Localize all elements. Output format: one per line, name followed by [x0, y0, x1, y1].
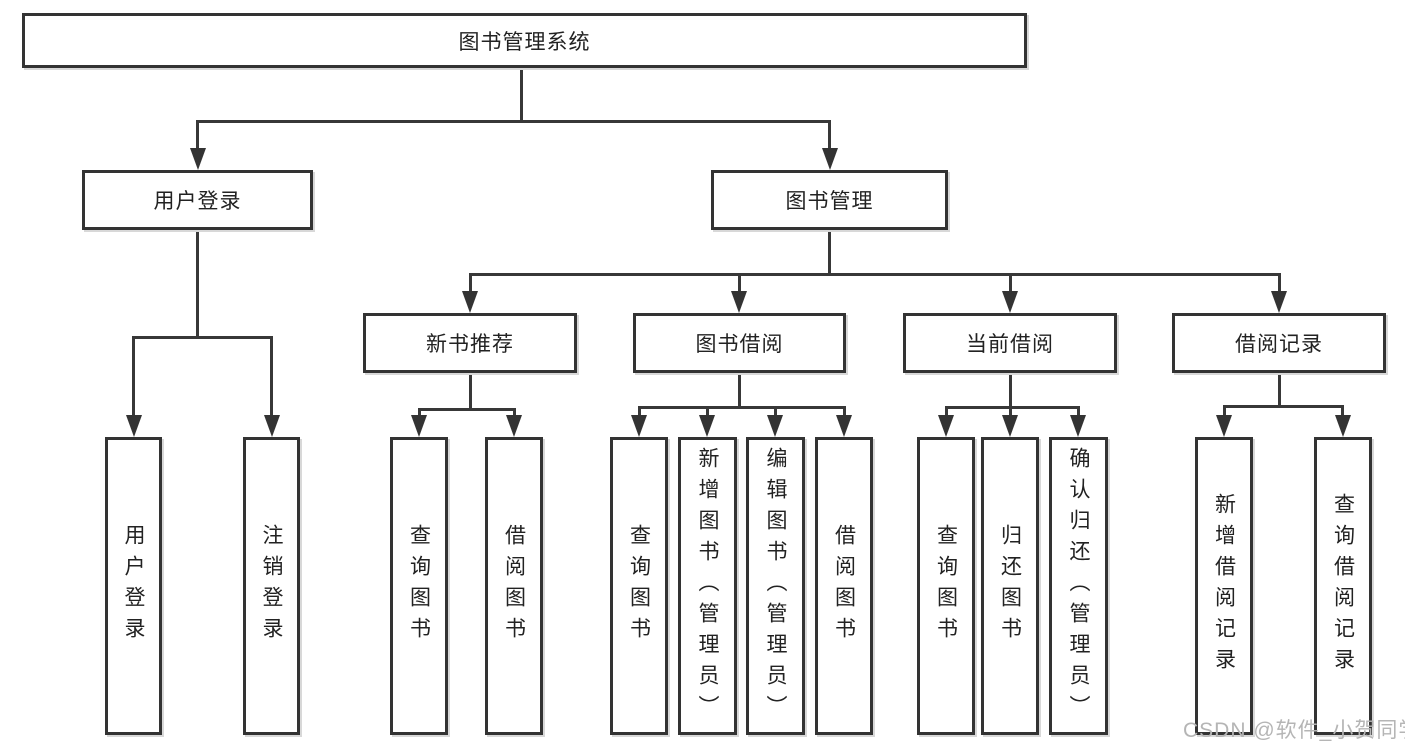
arrow-down-icon [938, 415, 954, 437]
connector-drop-borrow-records [1278, 273, 1281, 297]
arrow-down-icon [699, 415, 715, 437]
node-user-login: 用户登录 [82, 170, 313, 230]
connector-drop-leaf [418, 408, 421, 418]
node-root: 图书管理系统 [22, 13, 1027, 68]
connector-drop-leaf [706, 406, 709, 418]
connector-drop-leaf [1223, 405, 1226, 418]
connector-new-book-recommend-stem [469, 373, 472, 408]
csdn-watermark: CSDN @软件_小贺同学 [1183, 719, 1405, 742]
connector-drop-current-borrow [1009, 273, 1012, 297]
connector-drop-leaf [1009, 406, 1012, 418]
leaf-return-book-label: 归还图书 [998, 524, 1022, 648]
arrow-down-icon [1002, 415, 1018, 437]
node-book-management-label: 图书管理 [785, 190, 874, 213]
node-new-book-recommend-label: 新书推荐 [426, 333, 514, 356]
node-current-borrow-label: 当前借阅 [966, 333, 1054, 356]
leaf-add-borrow-record: 新增借阅记录 [1195, 437, 1253, 735]
connector-drop-leaf-logout [270, 336, 273, 418]
leaf-confirm-return-admin-label: 确认归还（管理员） [1067, 446, 1090, 726]
arrow-down-icon [462, 291, 478, 313]
leaf-logout-label: 注销登录 [260, 524, 283, 648]
node-user-login-label: 用户登录 [153, 190, 242, 213]
connector-drop-leaf [638, 406, 641, 418]
leaf-logout: 注销登录 [243, 437, 300, 735]
arrow-down-icon [1070, 415, 1086, 437]
node-book-management: 图书管理 [711, 170, 948, 230]
leaf-borrow-books-1: 借阅图书 [485, 437, 543, 735]
leaf-borrow-books-2: 借阅图书 [815, 437, 873, 735]
connector-book-management-stem [828, 230, 831, 273]
node-borrow-records: 借阅记录 [1172, 313, 1386, 373]
connector-drop-leaf-user-login [132, 336, 135, 418]
connector-user-login-stem [196, 230, 199, 336]
connector-root-crossbar [196, 120, 831, 123]
leaf-query-books-2-label: 查询图书 [627, 524, 651, 648]
leaf-edit-book-admin-label: 编辑图书（管理员） [764, 446, 787, 726]
arrow-down-icon [631, 415, 647, 437]
connector-level3-crossbar [469, 273, 1281, 276]
connector-borrow-records-crossbar [1223, 405, 1344, 408]
connector-new-book-recommend-crossbar [418, 408, 516, 411]
connector-drop-leaf [843, 406, 846, 418]
arrow-down-icon [822, 148, 838, 170]
arrow-down-icon [731, 291, 747, 313]
arrow-down-icon [1002, 291, 1018, 313]
node-book-borrow: 图书借阅 [633, 313, 846, 373]
leaf-borrow-books-2-label: 借阅图书 [832, 524, 856, 648]
leaf-query-borrow-record-label: 查询借阅记录 [1331, 493, 1355, 679]
arrow-down-icon [264, 415, 280, 437]
leaf-return-book: 归还图书 [981, 437, 1039, 735]
leaf-query-borrow-record: 查询借阅记录 [1314, 437, 1372, 735]
leaf-query-books-1-label: 查询图书 [407, 524, 431, 648]
leaf-query-books-1: 查询图书 [390, 437, 448, 735]
connector-user-login-crossbar [132, 336, 273, 339]
connector-root-stem [520, 68, 523, 120]
leaf-user-login: 用户登录 [105, 437, 162, 735]
leaf-edit-book-admin: 编辑图书（管理员） [746, 437, 805, 735]
arrow-down-icon [836, 415, 852, 437]
connector-drop-book-borrow [738, 273, 741, 297]
arrow-down-icon [767, 415, 783, 437]
connector-drop-book-management [828, 120, 831, 154]
connector-current-borrow-stem [1009, 373, 1012, 406]
connector-drop-leaf [513, 408, 516, 418]
node-new-book-recommend: 新书推荐 [363, 313, 577, 373]
arrow-down-icon [1216, 415, 1232, 437]
connector-drop-leaf [1341, 405, 1344, 418]
node-borrow-records-label: 借阅记录 [1235, 333, 1323, 356]
node-root-label: 图书管理系统 [458, 30, 591, 54]
leaf-user-login-label: 用户登录 [122, 524, 145, 648]
node-current-borrow: 当前借阅 [903, 313, 1117, 373]
connector-book-borrow-crossbar [638, 406, 845, 409]
leaf-confirm-return-admin: 确认归还（管理员） [1049, 437, 1108, 735]
arrow-down-icon [1271, 291, 1287, 313]
leaf-borrow-books-1-label: 借阅图书 [502, 524, 526, 648]
arrow-down-icon [1335, 415, 1351, 437]
leaf-add-book-admin: 新增图书（管理员） [678, 437, 737, 735]
connector-drop-leaf [1077, 406, 1080, 418]
leaf-query-books-3: 查询图书 [917, 437, 975, 735]
arrow-down-icon [411, 415, 427, 437]
leaf-add-borrow-record-label: 新增借阅记录 [1212, 493, 1236, 679]
leaf-query-books-2: 查询图书 [610, 437, 668, 735]
arrow-down-icon [126, 415, 142, 437]
leaf-query-books-3-label: 查询图书 [934, 524, 958, 648]
connector-current-borrow-crossbar [945, 406, 1079, 409]
connector-drop-leaf [945, 406, 948, 418]
connector-drop-new-book-recommend [469, 273, 472, 297]
node-book-borrow-label: 图书借阅 [695, 333, 784, 356]
connector-drop-leaf [774, 406, 777, 418]
connector-borrow-records-stem [1278, 373, 1281, 405]
leaf-add-book-admin-label: 新增图书（管理员） [696, 446, 719, 726]
arrow-down-icon [190, 148, 206, 170]
arrow-down-icon [506, 415, 522, 437]
connector-drop-user-login [196, 120, 199, 154]
connector-book-borrow-stem [738, 373, 741, 406]
